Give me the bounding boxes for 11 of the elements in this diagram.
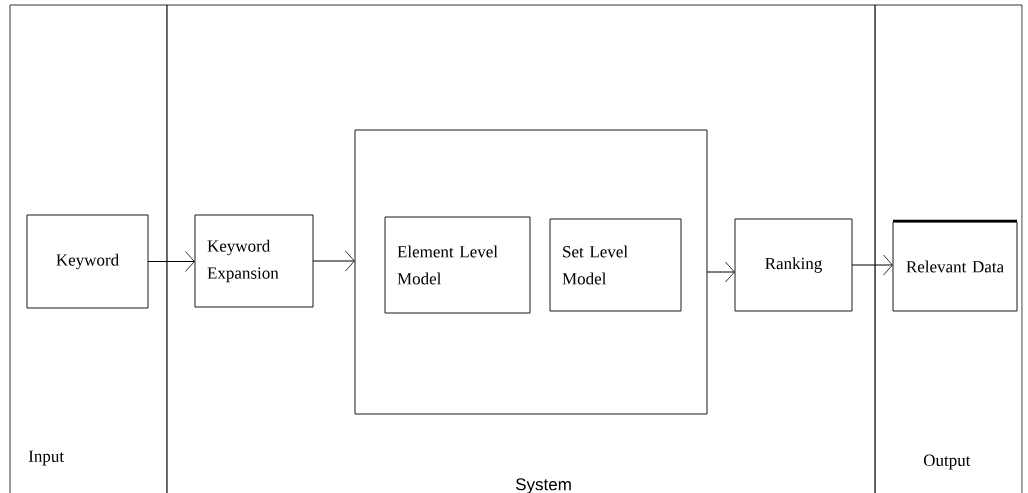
arrow xyxy=(706,261,735,283)
process-box: Set Level Model xyxy=(549,218,682,312)
arrow xyxy=(312,250,355,272)
arrow xyxy=(851,254,893,276)
process-box: Element Level Model xyxy=(384,216,531,314)
process-box: Ranking xyxy=(734,218,853,312)
arrow xyxy=(147,251,195,272)
process-box: Keyword xyxy=(26,214,149,309)
system-box xyxy=(354,129,708,415)
process-box: Keyword Expansion xyxy=(194,214,314,308)
process-box: Relevant Data xyxy=(892,219,1018,312)
